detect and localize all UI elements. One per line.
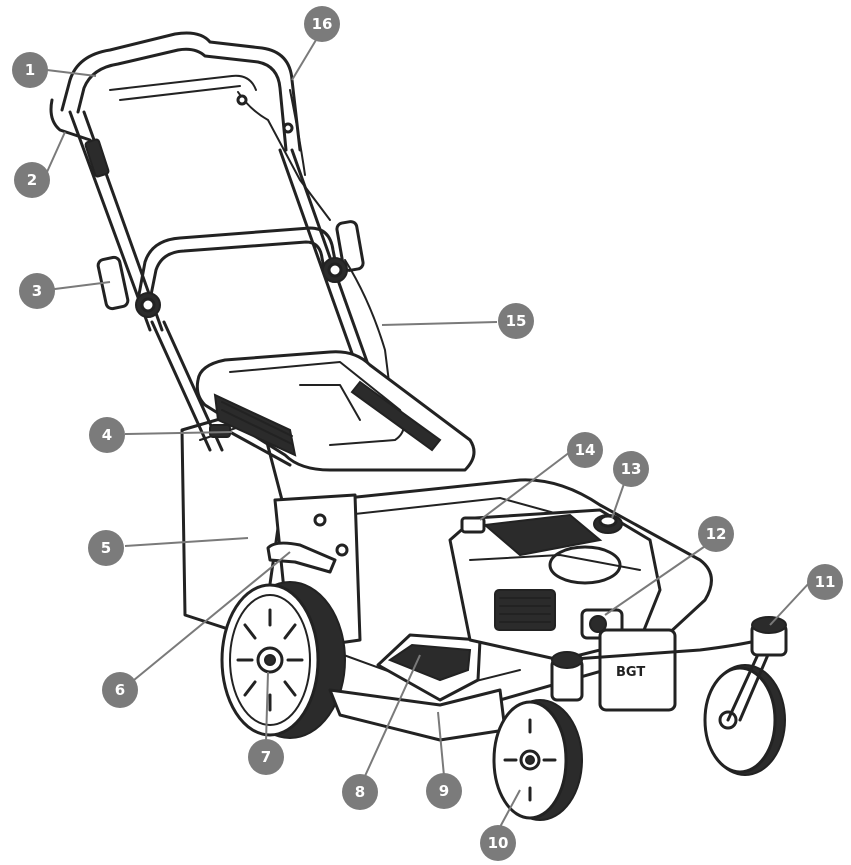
- throttle-cable: [344, 259, 391, 391]
- svg-text:2: 2: [27, 171, 37, 189]
- rear-wheel: [220, 581, 346, 739]
- engine-cooling-fins: [494, 589, 556, 631]
- callout-7: 7: [248, 739, 284, 775]
- svg-text:16: 16: [312, 15, 333, 33]
- callout-10: 10: [480, 825, 516, 861]
- swivel-wheel: [703, 616, 788, 776]
- callout-14: 14: [567, 432, 603, 468]
- rear-cover: [195, 350, 476, 472]
- svg-text:12: 12: [706, 525, 727, 543]
- vent-grille-left: [213, 393, 297, 457]
- svg-text:11: 11: [815, 573, 836, 591]
- svg-text:3: 3: [32, 282, 42, 300]
- callout-8: 8: [342, 774, 378, 810]
- control-cables: [236, 89, 331, 221]
- svg-text:13: 13: [621, 460, 642, 478]
- callout-3: 3: [19, 273, 55, 309]
- handle-clamp-left: [96, 255, 161, 318]
- height-adjust-lever: [209, 424, 292, 467]
- svg-text:7: 7: [261, 748, 271, 766]
- brake-lever: [49, 98, 110, 178]
- svg-text:1: 1: [25, 61, 35, 79]
- callout-2: 2: [14, 162, 50, 198]
- side-discharge-flap: [376, 633, 482, 702]
- callout-4: 4: [89, 417, 125, 453]
- callout-5: 5: [88, 530, 124, 566]
- handle-clamp-right: [322, 220, 365, 283]
- svg-text:14: 14: [575, 441, 596, 459]
- callout-6: 6: [102, 672, 138, 708]
- svg-text:6: 6: [115, 681, 125, 699]
- callout-11: 11: [807, 564, 843, 600]
- svg-text:9: 9: [439, 782, 449, 800]
- recoil-starter: [460, 516, 486, 534]
- svg-text:4: 4: [102, 426, 112, 444]
- callout-16: 16: [304, 6, 340, 42]
- callout-1: 1: [12, 52, 48, 88]
- callout-9: 9: [426, 773, 462, 809]
- svg-text:15: 15: [506, 312, 527, 330]
- brand-mark: BGT: [616, 665, 645, 680]
- svg-text:5: 5: [101, 539, 111, 557]
- vent-grille-right: [350, 380, 442, 452]
- svg-text:8: 8: [355, 783, 365, 801]
- callout-15: 15: [498, 303, 534, 339]
- leader-lines: [46, 29, 811, 828]
- svg-text:10: 10: [488, 834, 509, 852]
- callout-badges: 1 2 3 4 5 6 7 8: [12, 6, 843, 861]
- callout-12: 12: [698, 516, 734, 552]
- engine: BGT: [448, 508, 677, 712]
- oil-fill-cap: [593, 514, 623, 534]
- callout-13: 13: [613, 451, 649, 487]
